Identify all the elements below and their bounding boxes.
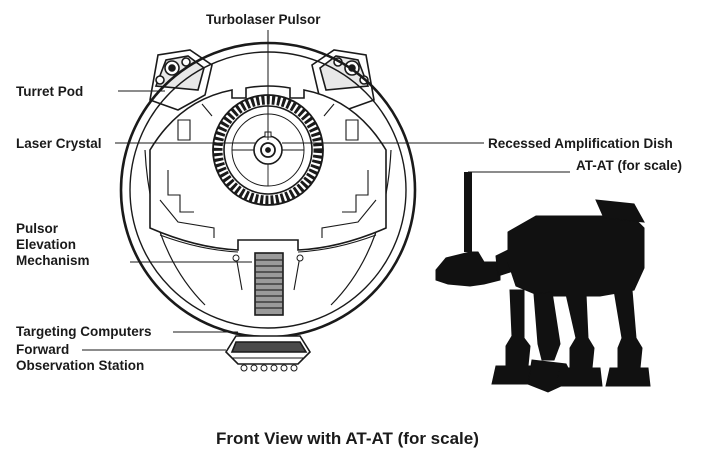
forward-observation-station-line-1: Forward [16,342,70,357]
leader-lines [82,30,570,351]
observation-station [224,335,312,372]
laser-crystal [253,131,283,165]
figure-caption: Front View with AT-AT (for scale) [216,429,479,448]
pulsor-elevation-mechanism-label: Pulsor Elevation Mechanism [16,221,90,269]
pulsor-elevation-mechanism-line-2: Elevation [16,237,77,252]
turret-pod-label: Turret Pod [16,84,84,99]
elevation-mechanism [232,252,304,316]
turbolaser-pulsor-label: Turbolaser Pulsor [206,12,321,27]
pulsor-elevation-mechanism-line-1: Pulsor [16,221,59,236]
forward-observation-station-label: Forward Observation Station [16,342,144,374]
at-at-silhouette [435,172,651,393]
targeting-computers-label: Targeting Computers [16,324,152,339]
at-at-scale-label: AT-AT (for scale) [576,158,683,173]
forward-observation-station-line-2: Observation Station [16,358,145,373]
pulsor-elevation-mechanism-line-3: Mechanism [16,253,90,268]
laser-crystal-label: Laser Crystal [16,136,102,151]
recessed-amplification-dish-label: Recessed Amplification Dish [488,136,673,151]
